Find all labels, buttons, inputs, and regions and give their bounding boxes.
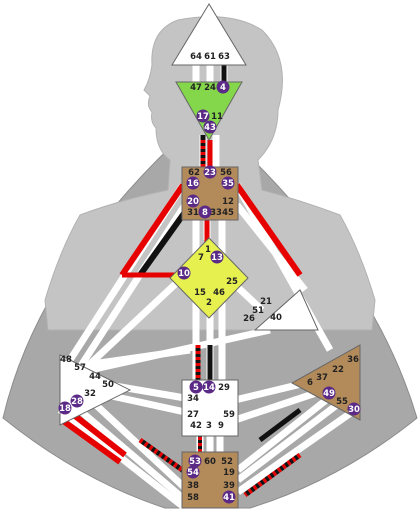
g-center[interactable] <box>169 237 249 319</box>
gate-27[interactable]: 27 <box>187 410 199 420</box>
gate-badge <box>202 380 216 394</box>
gate-16[interactable]: 16 <box>187 179 199 189</box>
gate-badge <box>203 120 217 134</box>
gate-badge <box>222 490 236 504</box>
gate-20[interactable]: 20 <box>187 197 199 207</box>
gate-36[interactable]: 36 <box>347 355 359 365</box>
gate-badge <box>58 401 72 415</box>
gate-60[interactable]: 60 <box>204 457 216 467</box>
gate-40[interactable]: 40 <box>270 313 282 323</box>
gate-1[interactable]: 1 <box>205 245 211 255</box>
gate-23[interactable]: 23 <box>204 168 216 178</box>
gate-56[interactable]: 56 <box>220 168 232 178</box>
gate-64[interactable]: 64 <box>190 52 202 62</box>
gate-48[interactable]: 48 <box>60 355 72 365</box>
gate-badge <box>210 250 224 264</box>
gate-29[interactable]: 29 <box>218 383 230 393</box>
gate-badge <box>216 80 230 94</box>
gate-badge <box>186 465 200 479</box>
gate-53[interactable]: 53 <box>189 457 201 467</box>
gate-17[interactable]: 17 <box>197 112 209 122</box>
heart-center[interactable] <box>253 289 319 331</box>
gate-3[interactable]: 3 <box>206 421 212 431</box>
gate-11[interactable]: 11 <box>211 112 223 122</box>
gate-30[interactable]: 30 <box>348 405 360 415</box>
gate-28[interactable]: 28 <box>71 397 83 407</box>
gate-badge <box>188 454 202 468</box>
gate-10[interactable]: 10 <box>178 269 190 279</box>
gate-41[interactable]: 41 <box>223 493 235 503</box>
gate-62[interactable]: 62 <box>188 168 200 178</box>
gate-33[interactable]: 33 <box>210 208 222 218</box>
gate-63[interactable]: 63 <box>218 52 230 62</box>
gate-44[interactable]: 44 <box>89 372 101 382</box>
gate-badge <box>322 386 336 400</box>
gate-18[interactable]: 18 <box>59 404 71 414</box>
gate-31[interactable]: 31 <box>187 208 199 218</box>
gate-54[interactable]: 54 <box>187 468 199 478</box>
spleen-center[interactable] <box>59 354 132 426</box>
gate-61[interactable]: 61 <box>204 52 216 62</box>
gate-7[interactable]: 7 <box>198 253 204 263</box>
gate-badge <box>347 402 361 416</box>
gate-55[interactable]: 55 <box>336 397 348 407</box>
gate-badge <box>189 380 203 394</box>
gate-43[interactable]: 43 <box>204 123 216 133</box>
solar-plexus-center[interactable] <box>290 344 361 421</box>
gate-46[interactable]: 46 <box>213 288 225 298</box>
gate-49[interactable]: 49 <box>323 389 335 399</box>
gate-22[interactable]: 22 <box>332 365 344 375</box>
gate-59[interactable]: 59 <box>223 410 235 420</box>
gate-14[interactable]: 14 <box>203 383 215 393</box>
gate-45[interactable]: 45 <box>222 208 234 218</box>
gate-42[interactable]: 42 <box>190 421 202 431</box>
gate-5[interactable]: 5 <box>193 383 199 393</box>
activated-channels <box>60 65 303 498</box>
gate-24[interactable]: 24 <box>204 83 216 93</box>
gate-47[interactable]: 47 <box>190 83 202 93</box>
gate-34[interactable]: 34 <box>187 394 199 404</box>
gate-9[interactable]: 9 <box>218 421 224 431</box>
gate-32[interactable]: 32 <box>84 389 96 399</box>
gate-13[interactable]: 13 <box>211 253 223 263</box>
gate-51[interactable]: 51 <box>252 306 264 316</box>
gate-19[interactable]: 19 <box>223 468 235 478</box>
gate-25[interactable]: 25 <box>226 277 238 287</box>
head-center[interactable] <box>171 3 247 66</box>
gate-15[interactable]: 15 <box>194 288 206 298</box>
gate-badge <box>186 194 200 208</box>
gate-badge <box>196 109 210 123</box>
gate-50[interactable]: 50 <box>102 380 114 390</box>
gate-badge <box>198 205 212 219</box>
gate-35[interactable]: 35 <box>222 179 234 189</box>
gate-4[interactable]: 4 <box>220 83 226 93</box>
gate-badge <box>221 176 235 190</box>
gate-21[interactable]: 21 <box>260 297 272 307</box>
gate-12[interactable]: 12 <box>222 197 234 207</box>
gate-38[interactable]: 38 <box>187 481 199 491</box>
gate-2[interactable]: 2 <box>206 298 212 308</box>
gate-58[interactable]: 58 <box>187 493 199 503</box>
gate-52[interactable]: 52 <box>221 457 233 467</box>
gate-badge <box>203 165 217 179</box>
gate-37[interactable]: 37 <box>316 373 328 383</box>
gate-badge <box>186 176 200 190</box>
gate-badge <box>70 394 84 408</box>
gate-26[interactable]: 26 <box>243 314 255 324</box>
gate-8[interactable]: 8 <box>202 208 208 218</box>
gate-badge <box>177 266 191 280</box>
gate-57[interactable]: 57 <box>74 363 86 373</box>
ajna-center[interactable] <box>175 81 243 142</box>
gate-6[interactable]: 6 <box>307 378 313 388</box>
gate-39[interactable]: 39 <box>223 481 235 491</box>
